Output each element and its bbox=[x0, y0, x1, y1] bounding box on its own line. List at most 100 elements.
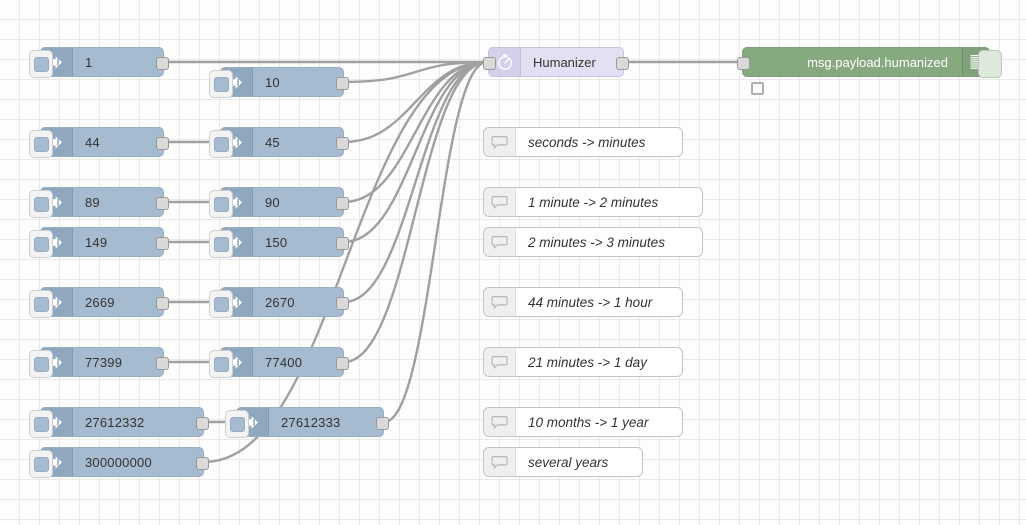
output-port[interactable] bbox=[156, 357, 169, 370]
inject-trigger-button[interactable] bbox=[29, 130, 53, 158]
comment-node[interactable]: several years bbox=[483, 447, 643, 477]
output-port[interactable] bbox=[336, 77, 349, 90]
inject-node[interactable]: 149 bbox=[29, 227, 169, 258]
inject-trigger-button[interactable] bbox=[29, 410, 53, 438]
comment-node[interactable]: 1 minute -> 2 minutes bbox=[483, 187, 703, 217]
inject-label: 27612333 bbox=[281, 414, 341, 430]
debug-label: msg.payload.humanized bbox=[807, 54, 948, 70]
inject-node[interactable]: 89 bbox=[29, 187, 169, 218]
inject-node[interactable]: 10 bbox=[209, 67, 349, 98]
humanizer-node[interactable]: Humanizer bbox=[483, 47, 629, 77]
comment-icon bbox=[484, 348, 516, 376]
debug-enable-toggle[interactable] bbox=[978, 50, 1002, 78]
inject-trigger-button[interactable] bbox=[29, 50, 53, 78]
comment-label: 1 minute -> 2 minutes bbox=[528, 194, 659, 210]
output-port[interactable] bbox=[336, 297, 349, 310]
comment-bubble-icon bbox=[491, 195, 508, 209]
comment-node[interactable]: 21 minutes -> 1 day bbox=[483, 347, 683, 377]
inject-label: 2670 bbox=[265, 294, 295, 310]
output-port[interactable] bbox=[376, 417, 389, 430]
inject-label: 149 bbox=[85, 234, 108, 250]
comment-bubble-icon bbox=[491, 135, 508, 149]
inject-label: 300000000 bbox=[85, 454, 152, 470]
comment-node[interactable]: seconds -> minutes bbox=[483, 127, 683, 157]
output-port[interactable] bbox=[616, 57, 629, 70]
wire[interactable] bbox=[343, 60, 488, 204]
input-port[interactable] bbox=[737, 57, 750, 70]
inject-trigger-button[interactable] bbox=[29, 450, 53, 478]
comment-icon bbox=[484, 448, 516, 476]
wire[interactable] bbox=[383, 60, 488, 424]
wire[interactable] bbox=[203, 60, 488, 464]
output-port[interactable] bbox=[196, 417, 209, 430]
inject-trigger-button[interactable] bbox=[209, 290, 233, 318]
wire[interactable] bbox=[343, 60, 488, 364]
comment-icon bbox=[484, 128, 516, 156]
inject-node[interactable]: 45 bbox=[209, 127, 349, 158]
output-port[interactable] bbox=[156, 197, 169, 210]
output-port[interactable] bbox=[336, 237, 349, 250]
comment-node[interactable]: 2 minutes -> 3 minutes bbox=[483, 227, 703, 257]
inject-trigger-button[interactable] bbox=[209, 130, 233, 158]
inject-label: 90 bbox=[265, 194, 280, 210]
output-port[interactable] bbox=[156, 297, 169, 310]
inject-node[interactable]: 300000000 bbox=[29, 447, 209, 478]
comment-bubble-icon bbox=[491, 355, 508, 369]
inject-node[interactable]: 150 bbox=[209, 227, 349, 258]
inject-label: 27612332 bbox=[85, 414, 145, 430]
comment-icon bbox=[484, 288, 516, 316]
inject-trigger-button[interactable] bbox=[209, 230, 233, 258]
comment-bubble-icon bbox=[491, 295, 508, 309]
wire[interactable] bbox=[343, 60, 488, 144]
inject-node[interactable]: 27612332 bbox=[29, 407, 209, 438]
output-port[interactable] bbox=[336, 197, 349, 210]
inject-label: 45 bbox=[265, 134, 280, 150]
inject-node[interactable]: 2669 bbox=[29, 287, 169, 318]
debug-node[interactable]: msg.payload.humanized bbox=[737, 47, 1002, 78]
output-port[interactable] bbox=[336, 357, 349, 370]
wire[interactable] bbox=[343, 60, 488, 84]
output-port[interactable] bbox=[156, 137, 169, 150]
humanizer-label: Humanizer bbox=[533, 54, 596, 70]
inject-trigger-button[interactable] bbox=[209, 190, 233, 218]
inject-node[interactable]: 2670 bbox=[209, 287, 349, 318]
comment-label: 21 minutes -> 1 day bbox=[528, 354, 647, 370]
output-port[interactable] bbox=[156, 57, 169, 70]
inject-trigger-button[interactable] bbox=[29, 230, 53, 258]
comment-label: seconds -> minutes bbox=[528, 134, 646, 150]
inject-label: 44 bbox=[85, 134, 100, 150]
inject-trigger-button[interactable] bbox=[29, 350, 53, 378]
comment-label: several years bbox=[528, 454, 609, 470]
inject-node[interactable]: 27612333 bbox=[225, 407, 389, 438]
inject-label: 1 bbox=[85, 54, 93, 70]
comment-bubble-icon bbox=[491, 455, 508, 469]
inject-label: 150 bbox=[265, 234, 288, 250]
inject-node[interactable]: 90 bbox=[209, 187, 349, 218]
inject-trigger-button[interactable] bbox=[225, 410, 249, 438]
inject-trigger-button[interactable] bbox=[209, 70, 233, 98]
inject-label: 89 bbox=[85, 194, 100, 210]
output-port[interactable] bbox=[336, 137, 349, 150]
comment-bubble-icon bbox=[491, 235, 508, 249]
comment-node[interactable]: 10 months -> 1 year bbox=[483, 407, 683, 437]
input-port[interactable] bbox=[483, 57, 496, 70]
inject-label: 77399 bbox=[85, 354, 123, 370]
inject-label: 77400 bbox=[265, 354, 303, 370]
inject-node[interactable]: 77399 bbox=[29, 347, 169, 378]
inject-node[interactable]: 44 bbox=[29, 127, 169, 158]
inject-trigger-button[interactable] bbox=[29, 190, 53, 218]
wire[interactable] bbox=[343, 60, 488, 304]
inject-trigger-button[interactable] bbox=[29, 290, 53, 318]
inject-node[interactable]: 77400 bbox=[209, 347, 349, 378]
node-status-indicator bbox=[751, 82, 764, 95]
inject-trigger-button[interactable] bbox=[209, 350, 233, 378]
comment-icon bbox=[484, 188, 516, 216]
comment-label: 10 months -> 1 year bbox=[528, 414, 649, 430]
comment-node[interactable]: 44 minutes -> 1 hour bbox=[483, 287, 683, 317]
inject-node[interactable]: 1 bbox=[29, 47, 169, 78]
output-port[interactable] bbox=[196, 457, 209, 470]
stopwatch-icon bbox=[497, 54, 512, 70]
output-port[interactable] bbox=[156, 237, 169, 250]
wire[interactable] bbox=[343, 60, 488, 244]
